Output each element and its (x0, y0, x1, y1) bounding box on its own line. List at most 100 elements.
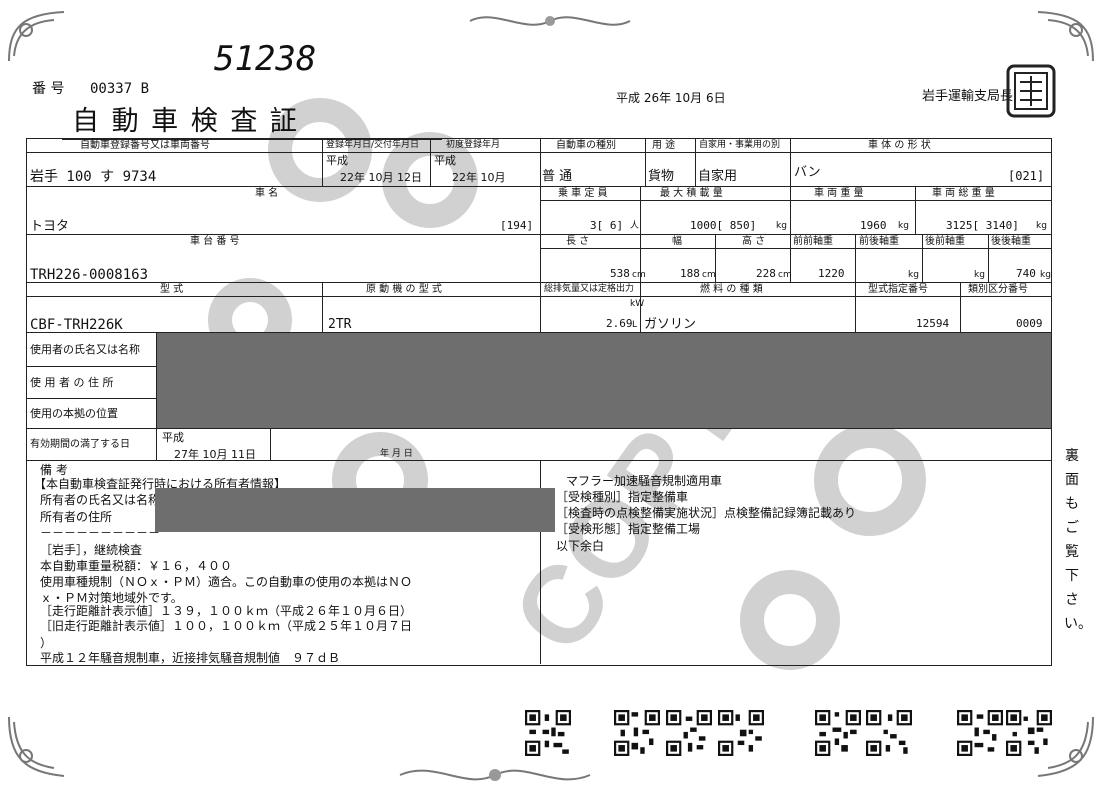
maker-header: 車 名 (255, 188, 279, 199)
rule (26, 428, 1051, 429)
corner-ornament-top-right (1037, 11, 1094, 62)
rule (540, 248, 1051, 249)
body-shape-value: バン (794, 165, 821, 180)
rr-axle-header: 後後軸重 (991, 236, 1031, 247)
redacted-owner-info (155, 488, 555, 532)
remarks-line-5: ［岩手］，継続検査 (40, 543, 143, 557)
reg-no-value: 岩手 100 す 9734 (30, 169, 157, 185)
rule (695, 138, 696, 186)
length-unit: cm (632, 270, 646, 280)
rule (640, 186, 641, 234)
remarks-line-7: 使用車種規制（ＮＯｘ・ＰＭ）適合。この自動車の使用の本拠はＮＯ (40, 575, 413, 589)
rule (640, 282, 641, 332)
height-header: 高 さ (742, 236, 766, 247)
chassis-no-header: 車 台 番 号 (190, 236, 240, 247)
remarks-right-line-3: ［検査時の点検整備実施状況］点検整備記録簿記載あり (556, 506, 857, 520)
remarks-line-1: 【本自動車検査証発行時における所有者情報】 (34, 477, 287, 491)
max-load-unit: kg (776, 221, 787, 231)
remarks-line-8: ｘ・ＰＭ対策地域外です。 (40, 591, 183, 605)
remarks-line-9: ［走行距離計表示値］１３９，１００ｋｍ（平成２６年１０月６日） (40, 604, 413, 618)
rule (26, 332, 1051, 333)
gross-weight-header: 車 両 総 重 量 (932, 188, 995, 199)
qr-code (866, 710, 912, 756)
rule (855, 282, 856, 332)
qr-code (1006, 710, 1052, 756)
gross-weight-value: 3125[ 3140] (946, 219, 1019, 232)
remarks-line-6: 本自動車重量税額：￥１６，４００ (40, 559, 233, 573)
remarks-right-line-4: ［受検形態］指定整備工場 (556, 522, 701, 536)
corner-ornament-top-left (8, 11, 65, 62)
title-underline (62, 138, 442, 140)
rule (790, 138, 791, 186)
rule (790, 186, 791, 234)
first-reg-header: 初度登録年月 (446, 140, 501, 150)
rule (270, 428, 271, 460)
rule (26, 282, 1051, 283)
rule (855, 234, 856, 282)
rule (322, 282, 323, 332)
type-designation-header: 型式指定番号 (868, 284, 928, 295)
doc-number-label: 番 号 (32, 81, 65, 97)
remarks-right-line-2: ［受検種別］指定整備車 (556, 490, 689, 504)
rr-axle-unit: kg (1040, 270, 1051, 280)
reg-era: 平成 (326, 154, 348, 167)
rule (922, 234, 923, 282)
qr-code (666, 710, 712, 756)
model-value: CBF-TRH226K (30, 317, 123, 333)
remarks-line-10: ［旧走行距離計表示値］１００，１００ｋｍ（平成２５年１０月７日 (40, 619, 413, 633)
rf-axle-unit: kg (974, 270, 985, 280)
qr-code (815, 710, 861, 756)
displacement-value: 2.69 (606, 317, 633, 330)
remarks-line-2: 所有者の氏名又は名称 (40, 493, 161, 507)
rule (790, 234, 791, 282)
displacement-unit-l: L (632, 320, 638, 330)
engine-model-value: 2TR (328, 317, 352, 332)
remarks-line-11: ） (40, 636, 53, 650)
issue-date: 平成 26年 10月 6日 (616, 91, 726, 105)
vehicle-weight-header: 車 両 重 量 (814, 188, 864, 199)
expiry-blank-date: 年 月 日 (380, 449, 413, 459)
width-value: 188 (680, 267, 700, 280)
private-commercial-header: 自家用・事業用の別 (699, 140, 781, 150)
rule (26, 398, 156, 399)
length-value: 538 (610, 267, 630, 280)
body-code: [021] (1008, 169, 1045, 183)
remarks-header: 備 考 (40, 463, 68, 477)
fr-axle-unit: kg (908, 270, 919, 280)
chassis-no-value: TRH226-0008163 (30, 267, 149, 283)
ornament-bottom-center (399, 769, 591, 781)
expiry-value: 27年 10月 11日 (174, 448, 256, 461)
displacement-unit-kw: kW (630, 299, 645, 309)
qr-code (957, 710, 1003, 756)
base-location-header: 使用の本拠の位置 (30, 407, 118, 420)
remarks-right-line-5: 以下余白 (556, 539, 605, 553)
height-value: 228 (756, 267, 776, 280)
vehicle-kind-value: 普 通 (542, 169, 573, 184)
max-load-value: 1000[ 850] (690, 219, 757, 232)
rule (26, 460, 1051, 461)
rr-axle-value: 740 (1016, 267, 1036, 280)
height-unit: cm (778, 270, 792, 280)
rule (26, 234, 1051, 235)
ornament-top-center (469, 16, 631, 26)
rule (26, 366, 156, 367)
ff-axle-header: 前前軸重 (793, 236, 833, 247)
use-header: 用 途 (652, 140, 676, 151)
remarks-line-3: 所有者の住所 (40, 510, 113, 524)
use-value: 貨物 (648, 169, 675, 184)
category-no-value: 0009 (1016, 317, 1043, 330)
handwritten-number: 51238 (214, 39, 317, 79)
capacity-header: 乗 車 定 員 (558, 188, 608, 199)
doc-number: 00337 B (90, 81, 150, 97)
fuel-header: 燃 料 の 種 類 (700, 284, 763, 295)
rule (26, 296, 1051, 297)
rule (540, 138, 541, 332)
vehicle-weight-unit: kg (898, 221, 909, 231)
expiry-header: 有効期間の満了する日 (30, 439, 130, 450)
rule (430, 138, 431, 186)
capacity-value: 3[ 6] (590, 219, 624, 232)
first-reg-value: 22年 10月 (452, 171, 506, 184)
remarks-line-12: 平成１２年騒音規制車，近接排気騒音規制値 ９７ｄＢ (40, 651, 341, 665)
rule (715, 234, 716, 282)
rule (26, 152, 1051, 153)
